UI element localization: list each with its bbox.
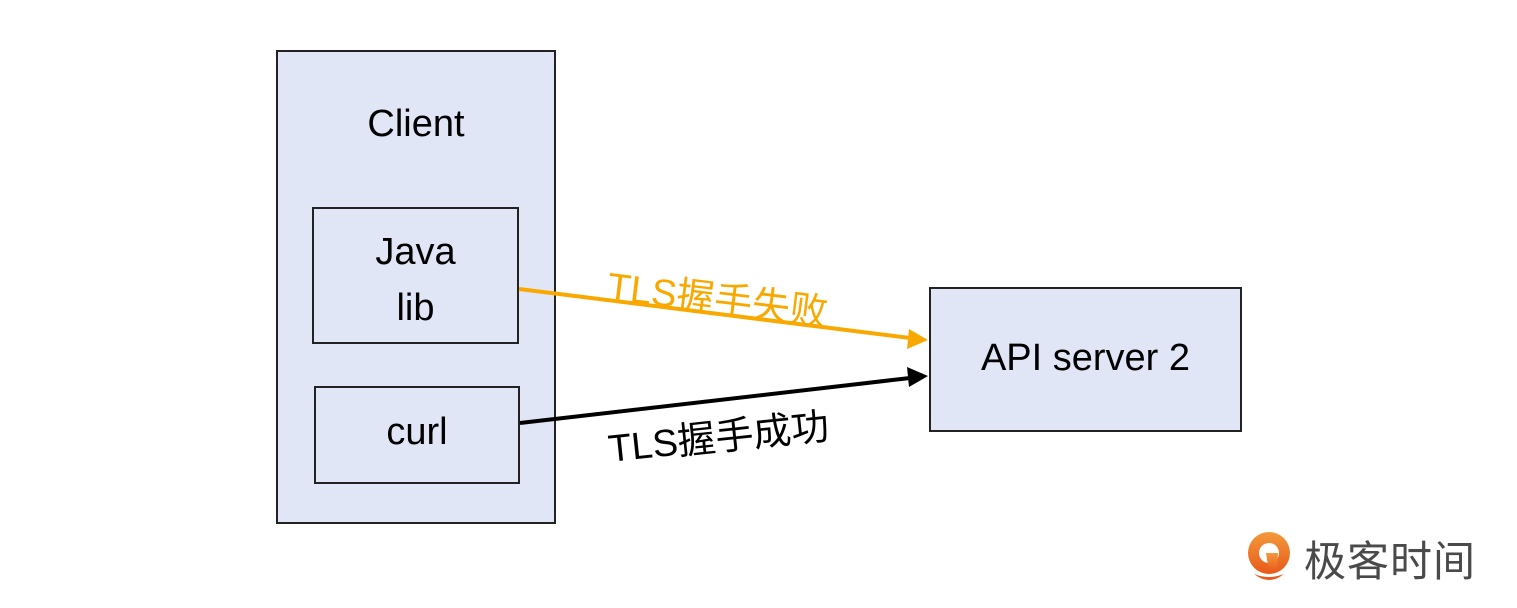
fail-arrow-line <box>518 287 911 340</box>
curl-label: curl <box>386 411 448 453</box>
success-arrow-head <box>907 367 928 387</box>
api-server-box <box>929 287 1242 432</box>
geektime-logo-icon <box>1248 532 1290 580</box>
java-lib-line2: lib <box>396 287 435 329</box>
client-title: Client <box>367 103 465 145</box>
fail-arrow-head <box>907 329 928 349</box>
java-lib-box <box>312 207 519 344</box>
success-arrow-line <box>519 376 911 425</box>
api-server-label: API server 2 <box>980 337 1191 379</box>
geektime-logo-text: 极客时间 <box>1304 537 1477 585</box>
curl-box <box>314 386 520 484</box>
java-lib-label: Java lib <box>312 224 519 336</box>
geektime-logo: 极客时间 <box>1244 530 1476 586</box>
java-lib-line1: Java <box>375 231 456 273</box>
